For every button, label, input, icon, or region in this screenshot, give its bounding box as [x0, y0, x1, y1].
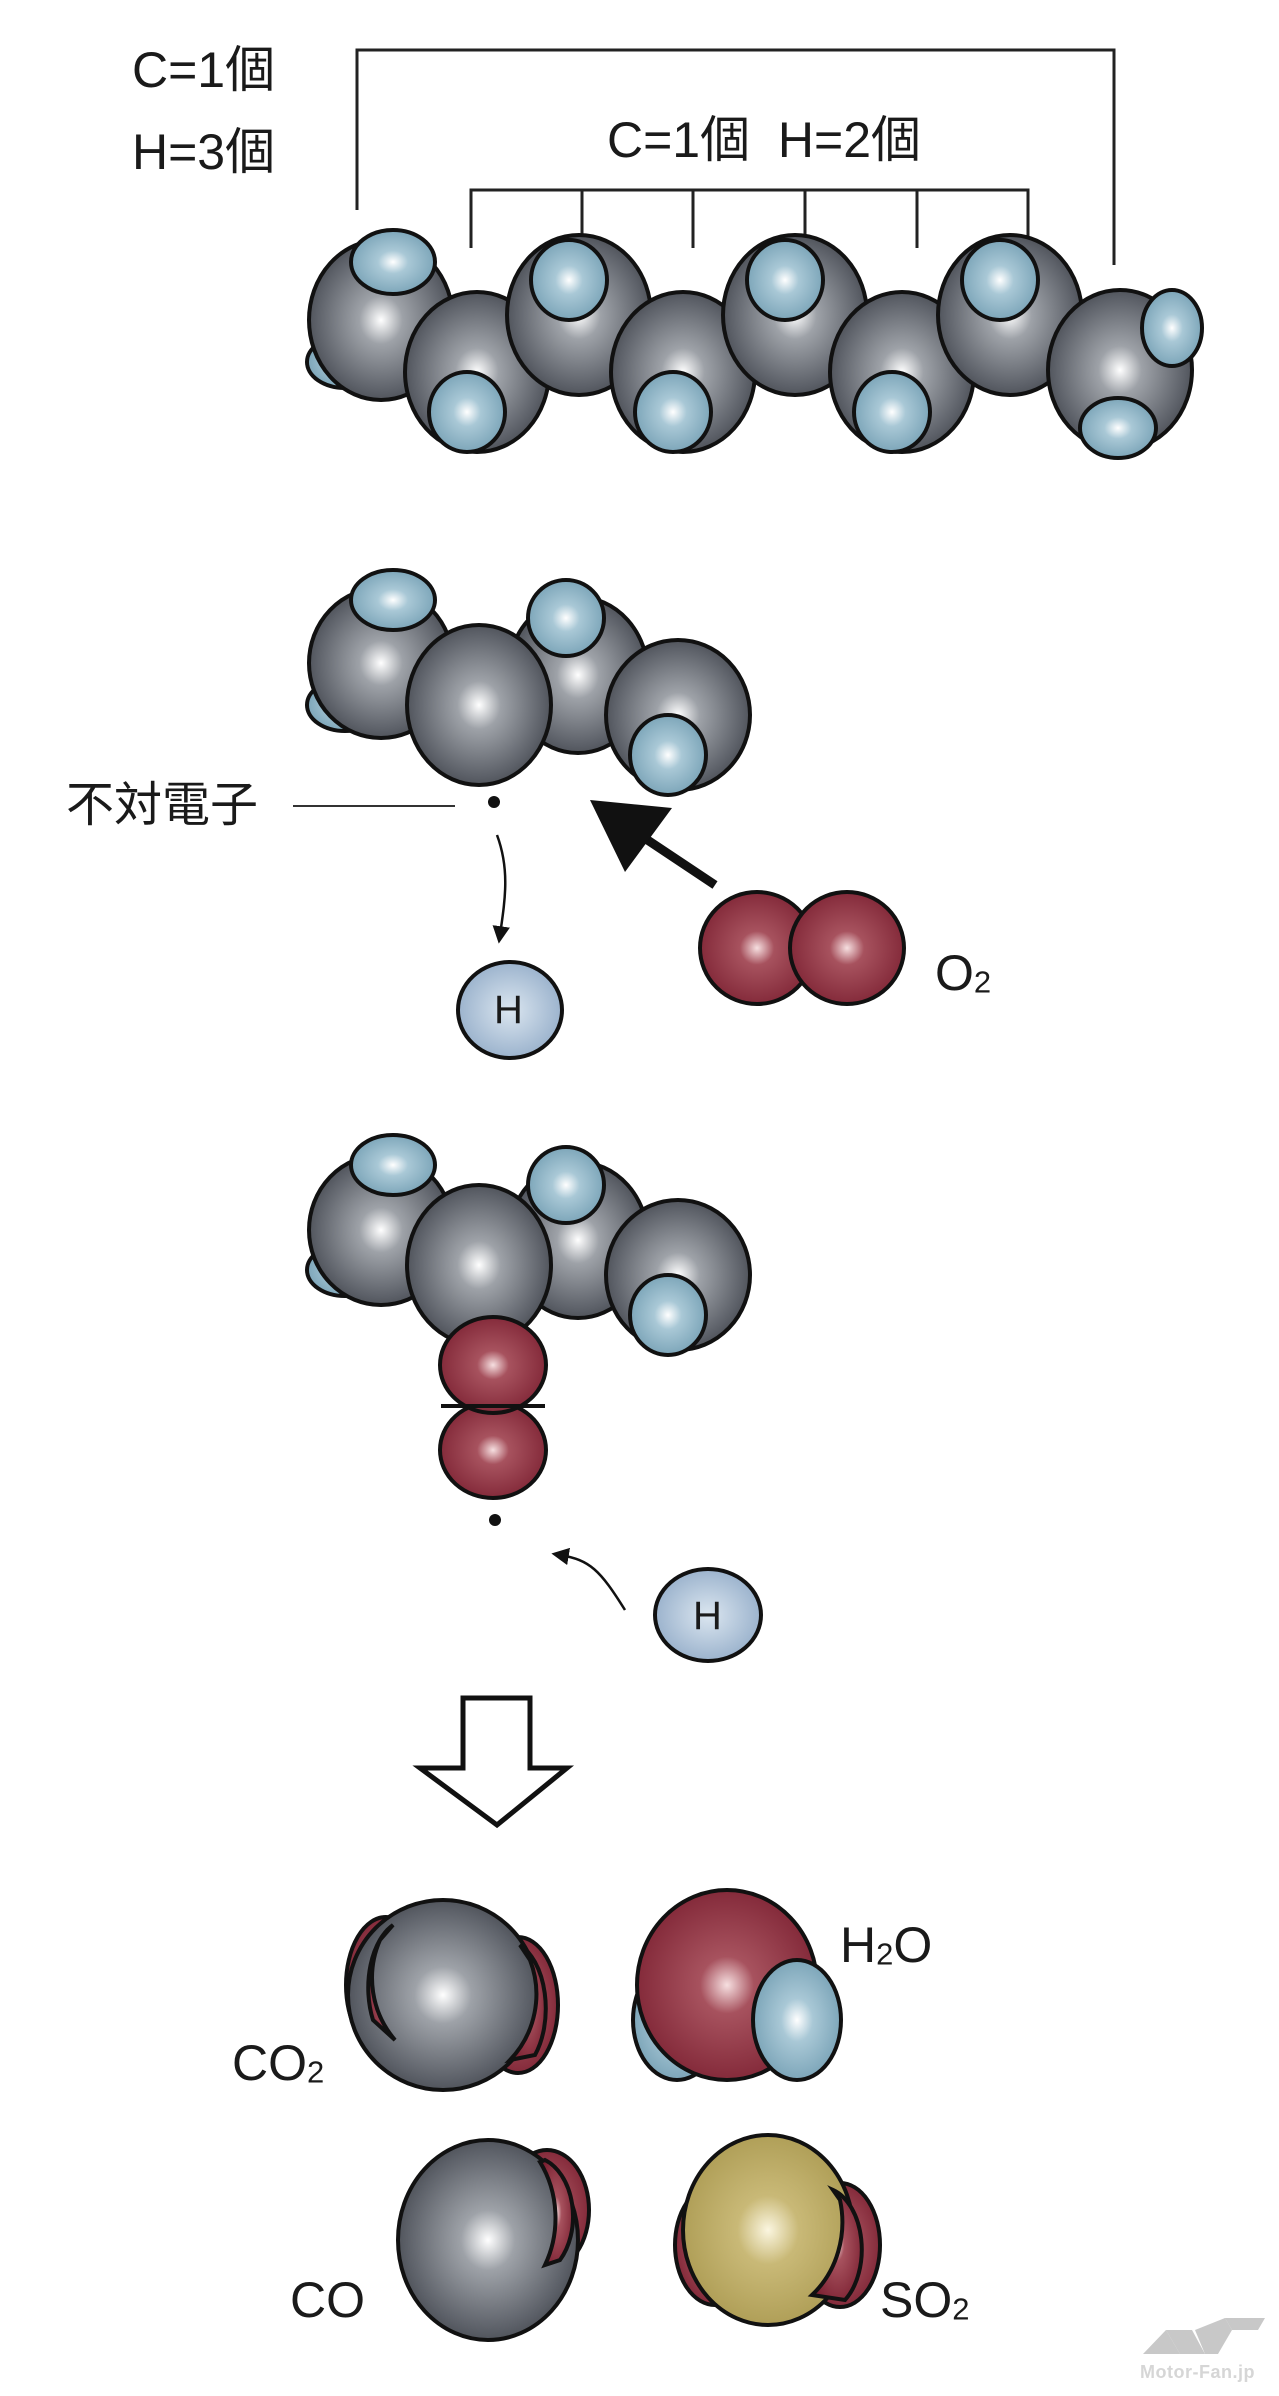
- so2-label-sub: 2: [952, 2291, 970, 2327]
- unpaired-electron-label: 不対電子: [66, 777, 259, 833]
- hydrogen-atom: [628, 1273, 708, 1357]
- h-atom-incoming-label: H: [693, 1594, 722, 1638]
- middle-group-count: C=1個 H=2個: [607, 112, 922, 168]
- co2-label-sub: 2: [307, 2054, 325, 2090]
- h2o-molecule: [631, 1888, 843, 2082]
- co2-label: CO2: [232, 2038, 324, 2088]
- h-atom-removed: [456, 960, 564, 1060]
- hydrogen-atom: [852, 370, 932, 454]
- so2-molecule: [673, 2133, 882, 2327]
- octane-molecule: [305, 228, 1204, 460]
- hydrogen-atom: [349, 1133, 437, 1197]
- h-atom-label: H: [494, 988, 523, 1032]
- motorfan-logo-icon: [1143, 2318, 1265, 2354]
- hydrogen-atom: [633, 370, 713, 454]
- hydrogen-atom: [1140, 288, 1204, 368]
- hydrogen-atom: [349, 568, 437, 632]
- inner-bracket: [469, 188, 1030, 250]
- o2-label-base: O: [935, 945, 974, 1001]
- co2-label-base: CO: [232, 2035, 307, 2091]
- hydrogen-atom: [529, 238, 609, 322]
- brackets: [355, 48, 1116, 265]
- result-arrow-icon: [412, 1695, 575, 1829]
- curved-arrow-h-in: [551, 1547, 627, 1611]
- end-group-carbon-count: C=1個: [132, 42, 276, 98]
- h2o-label: H2O: [840, 1920, 932, 1970]
- so2-label: SO2: [880, 2275, 970, 2325]
- unpaired-electron-dot: [488, 796, 500, 808]
- radical-dot: [489, 1514, 501, 1526]
- unpaired-electron-leader: [293, 796, 500, 808]
- carbon-atom: [405, 623, 553, 787]
- hydrogen-atom: [526, 578, 606, 658]
- hydrogen-atom: [526, 1145, 606, 1225]
- end-group-hydrogen-count: H=3個: [132, 124, 276, 180]
- watermark-text: Motor-Fan.jp: [1140, 2362, 1255, 2382]
- co2-molecule: [344, 1898, 560, 2092]
- o2-label-sub: 2: [973, 964, 992, 1000]
- big-arrow: [590, 800, 718, 889]
- co-label: CO: [290, 2275, 365, 2325]
- co-molecule: [396, 2138, 591, 2342]
- hydrogen-atom: [745, 238, 825, 322]
- h2o-label-base: H: [840, 1917, 877, 1973]
- so2-label-base: SO: [880, 2272, 953, 2328]
- peroxy-molecule: [305, 1133, 752, 1357]
- o2-label: O2: [935, 948, 991, 998]
- curved-arrow-to-h: [492, 834, 510, 944]
- hydrogen-atom: [427, 370, 507, 454]
- hydrogen-atom: [628, 713, 708, 797]
- h2o-label-tail: O: [893, 1917, 933, 1973]
- radical-molecule: [305, 568, 752, 797]
- h-atom-incoming: [653, 1567, 763, 1663]
- h2o-label-sub: 2: [876, 1936, 894, 1972]
- hydrogen-atom: [1078, 396, 1158, 460]
- co-label-base: CO: [290, 2272, 365, 2328]
- peroxy-oxygen-pair: [438, 1315, 548, 1500]
- hydrogen-atom: [349, 228, 437, 296]
- hydrogen-atom: [960, 238, 1040, 322]
- o2-molecule: [698, 890, 906, 1006]
- outer-bracket: [355, 48, 1116, 265]
